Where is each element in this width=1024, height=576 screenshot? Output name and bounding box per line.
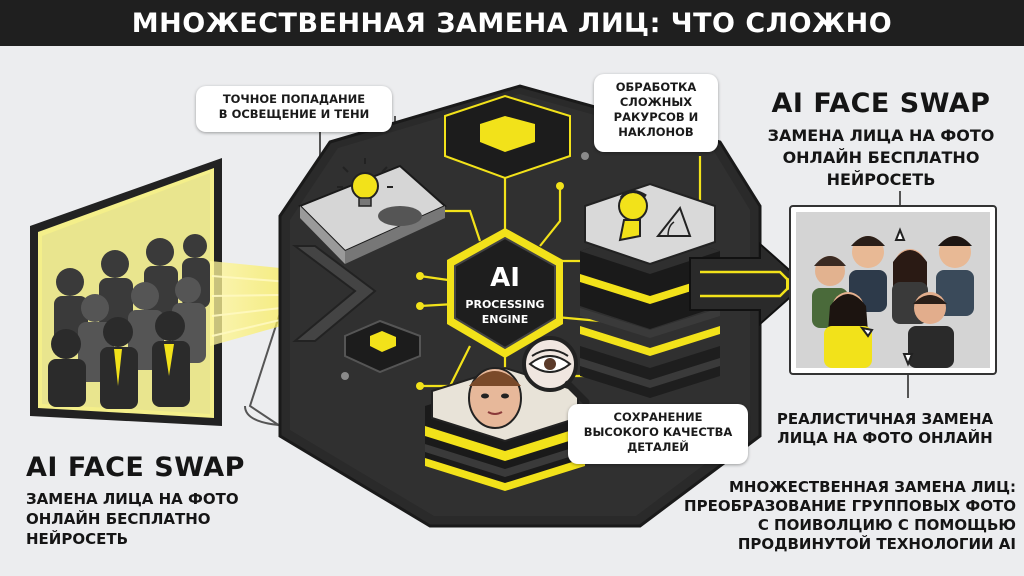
left-heading-sub-2: ОНЛАЙН БЕСПЛАТНО bbox=[26, 510, 211, 528]
page-title: МНОЖЕСТВЕННАЯ ЗАМЕНА ЛИЦ: ЧТО СЛОЖНО bbox=[0, 0, 1024, 46]
engine-label-ai: AI bbox=[490, 263, 520, 293]
realistic-caption-line2: ЛИЦА НА ФОТО ОНЛАЙН bbox=[777, 429, 993, 447]
right-heading-title: AI FACE SWAP bbox=[771, 88, 991, 119]
right-heading-sub-2: ОНЛАЙН БЕСПЛАТНО bbox=[782, 148, 980, 167]
callout-angles-line4: НАКЛОНОВ bbox=[618, 125, 694, 139]
input-chevron bbox=[292, 245, 377, 342]
callout-angles-line3: РАКУРСОВ И bbox=[613, 110, 699, 124]
bottom-caption-line2: ПРЕОБРАЗОВАНИЕ ГРУППОВЫХ ФОТО bbox=[684, 497, 1016, 515]
chip-icon bbox=[444, 94, 571, 180]
callout-lighting-line2: В ОСВЕЩЕНИЕ И ТЕНИ bbox=[218, 107, 370, 121]
callout-details-line2: ВЫСОКОГО КАЧЕСТВА bbox=[583, 425, 733, 439]
engine-label-processing: PROCESSING bbox=[465, 298, 544, 311]
result-group-photo bbox=[789, 205, 997, 375]
callout-lighting-line1: ТОЧНОЕ ПОПАДАНИЕ bbox=[222, 92, 366, 106]
callout-lighting: ТОЧНОЕ ПОПАДАНИЕ В ОСВЕЩЕНИЕ И ТЕНИ bbox=[196, 86, 392, 132]
lighting-tile bbox=[298, 164, 447, 264]
detail-stack bbox=[425, 366, 585, 491]
right-heading-sub-1: ЗАМЕНА ЛИЦА НА ФОТО bbox=[767, 126, 995, 145]
engine-label-engine: ENGINE bbox=[482, 313, 529, 326]
realistic-caption-line1: РЕАЛИСТИЧНАЯ ЗАМЕНА bbox=[776, 410, 994, 428]
right-heading-sub-3: НЕЙРОСЕТЬ bbox=[826, 170, 936, 189]
callout-details: СОХРАНЕНИЕ ВЫСОКОГО КАЧЕСТВА ДЕТАЛЕЙ bbox=[568, 404, 748, 464]
page-title-text: МНОЖЕСТВЕННАЯ ЗАМЕНА ЛИЦ: ЧТО СЛОЖНО bbox=[131, 7, 893, 39]
lightbulb-icon bbox=[337, 158, 393, 207]
source-group-photo bbox=[30, 158, 222, 426]
magnifier-eye-icon bbox=[522, 336, 590, 406]
callout-details-line1: СОХРАНЕНИЕ bbox=[613, 410, 703, 424]
small-chip bbox=[344, 319, 421, 374]
left-heading-sub-1: ЗАМЕНА ЛИЦА НА ФОТО bbox=[26, 490, 239, 508]
bottom-caption-line4: ПРОДВИНУТОЙ ТЕХНОЛОГИИ AI bbox=[737, 535, 1016, 553]
left-heading: AI FACE SWAP ЗАМЕНА ЛИЦА НА ФОТО ОНЛАЙН … bbox=[26, 452, 316, 549]
right-heading: AI FACE SWAP ЗАМЕНА ЛИЦА НА ФОТО ОНЛАЙН … bbox=[744, 88, 1018, 191]
bottom-caption-line3: С ПОИВОЛЦИЮ С ПОМОЩЬЮ bbox=[757, 516, 1016, 534]
realistic-caption: РЕАЛИСТИЧНАЯ ЗАМЕНА ЛИЦА НА ФОТО ОНЛАЙН bbox=[756, 410, 1014, 448]
callout-details-line3: ДЕТАЛЕЙ bbox=[627, 440, 689, 454]
bottom-caption: МНОЖЕСТВЕННАЯ ЗАМЕНА ЛИЦ: ПРЕОБРАЗОВАНИЕ… bbox=[650, 478, 1016, 554]
callout-angles: ОБРАБОТКА СЛОЖНЫХ РАКУРСОВ И НАКЛОНОВ bbox=[594, 74, 718, 152]
profile-angle-icon bbox=[584, 182, 716, 266]
left-heading-title: AI FACE SWAP bbox=[26, 452, 245, 483]
callout-angles-line2: СЛОЖНЫХ bbox=[619, 95, 693, 109]
callout-angles-line1: ОБРАБОТКА bbox=[615, 80, 697, 94]
bottom-caption-line1: МНОЖЕСТВЕННАЯ ЗАМЕНА ЛИЦ: bbox=[729, 478, 1016, 496]
left-heading-sub-3: НЕЙРОСЕТЬ bbox=[26, 530, 129, 548]
ai-engine-hexagon: AI PROCESSING ENGINE bbox=[447, 228, 563, 358]
